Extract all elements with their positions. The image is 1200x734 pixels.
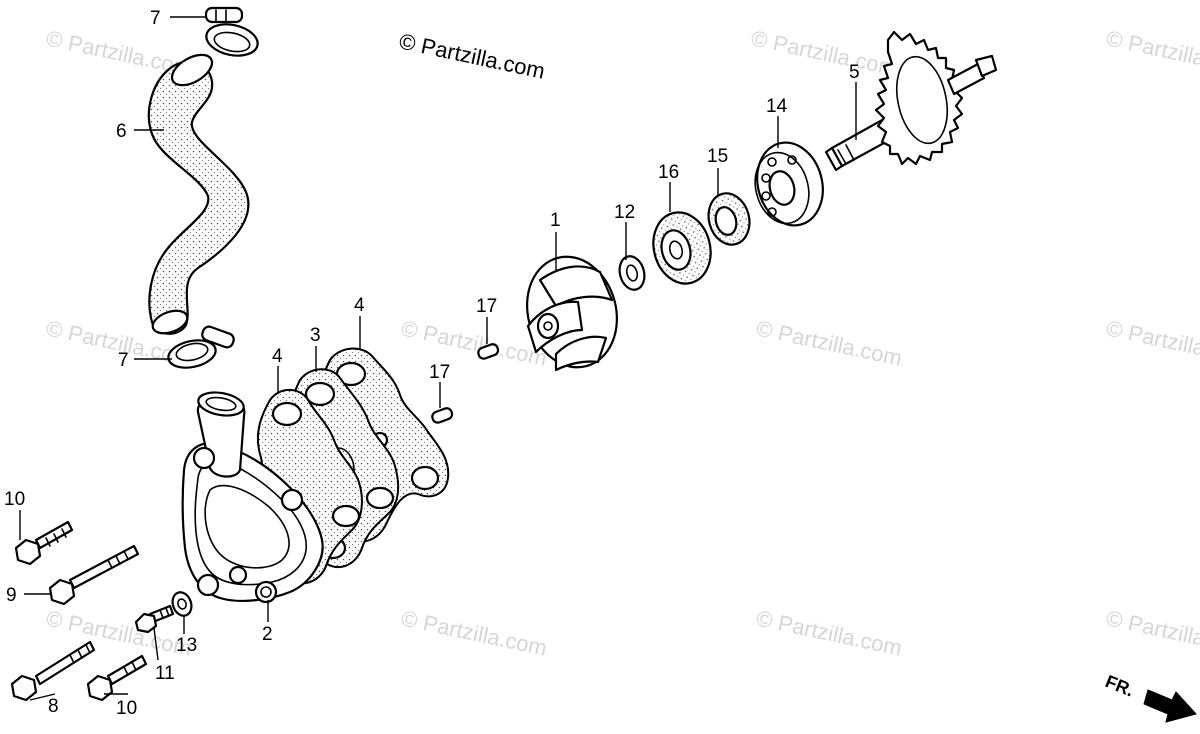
callout-16: 16: [658, 162, 679, 183]
callout-15: 15: [707, 146, 728, 167]
hose-clamp-top: [204, 6, 259, 57]
callout-8: 8: [48, 696, 59, 717]
washer-12: [618, 255, 646, 291]
callout-3: 3: [310, 325, 321, 346]
watermark: © Partzilla.com: [1104, 315, 1200, 370]
callout-labels: 7 6 7 1 12 16 15 14 5 17 17 4 3 4 2 10 9…: [4, 8, 860, 719]
dowel-pin-b: [431, 407, 454, 424]
watermark: © Partzilla.com: [754, 315, 904, 370]
dowel-pin-a: [477, 343, 500, 360]
callout-13: 13: [176, 635, 197, 656]
callout-1: 1: [550, 210, 561, 231]
callout-17-a: 17: [476, 296, 497, 317]
watermark: © Partzilla.com: [749, 25, 899, 80]
callout-11: 11: [155, 663, 175, 684]
flange-bolt-short-top: [14, 520, 74, 566]
callout-10-top: 10: [4, 489, 25, 510]
leader-lines: [19, 16, 857, 701]
front-direction-indicator: FR.: [1103, 671, 1197, 723]
callout-4-front: 4: [272, 346, 283, 367]
water-seal: [652, 211, 712, 285]
callout-2: 2: [262, 624, 273, 645]
callout-7-top: 7: [150, 8, 161, 29]
copyright-text: © Partzilla.com: [397, 28, 547, 83]
impeller: [525, 255, 619, 372]
front-arrow-icon: [1143, 689, 1197, 723]
bearing: [754, 141, 824, 227]
pump-shaft: [824, 30, 998, 172]
watermark: © Partzilla.com: [399, 605, 549, 660]
callout-14: 14: [766, 96, 788, 117]
callout-4-rear: 4: [354, 295, 365, 316]
callout-12: 12: [614, 202, 635, 223]
watermark: © Partzilla.com: [1104, 25, 1200, 80]
callout-5: 5: [849, 62, 860, 83]
flange-bolt-long: [10, 640, 96, 702]
sealing-washer: [171, 591, 193, 617]
callout-10-bottom: 10: [116, 698, 137, 719]
water-hose: [147, 53, 250, 335]
callout-17-b: 17: [429, 362, 450, 383]
oil-seal: [707, 192, 751, 246]
pump-cover: [181, 391, 324, 604]
callout-6: 6: [116, 121, 127, 142]
direction-label: FR.: [1103, 671, 1137, 700]
flange-bolt-mid: [48, 544, 140, 606]
drain-bolt: [134, 604, 175, 634]
callout-9: 9: [6, 585, 17, 606]
callout-7-bottom: 7: [118, 350, 129, 371]
watermark: © Partzilla.com: [399, 315, 549, 370]
watermark: © Partzilla.com: [754, 605, 904, 660]
hose-clamp-bottom: [167, 325, 235, 369]
watermark: © Partzilla.com: [1104, 605, 1200, 660]
